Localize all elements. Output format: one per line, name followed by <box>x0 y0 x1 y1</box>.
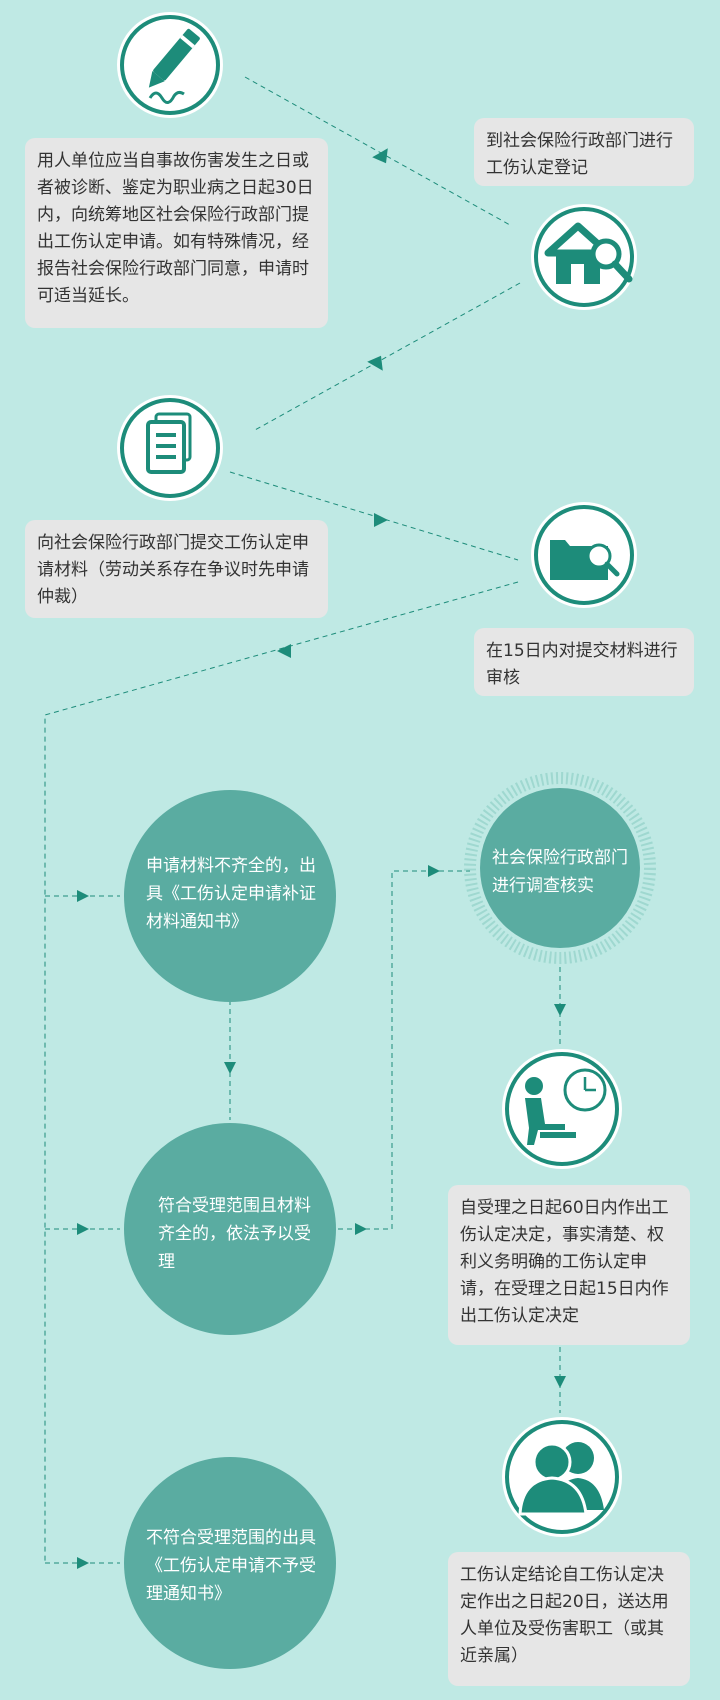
accepted-circle <box>124 1123 336 1335</box>
review-note: 在15日内对提交材料进行审核 <box>474 628 694 696</box>
document-icon <box>117 395 223 501</box>
arrow-head <box>372 148 388 164</box>
connector-house-to-doc <box>254 282 521 431</box>
folder-search-icon <box>531 502 637 608</box>
apply-note: 用人单位应当自事故伤害发生之日或者被诊断、鉴定为职业病之日起30日内，向统筹地区… <box>25 138 328 328</box>
accepted-text: 符合受理范围且材料齐全的，依法予以受理 <box>158 1196 311 1272</box>
connector-pen-to-house <box>244 76 511 226</box>
people-icon <box>502 1417 622 1537</box>
arrow-head <box>77 1557 89 1569</box>
arrow-head <box>374 513 388 527</box>
arrow-head <box>355 1223 367 1235</box>
rejected-circle <box>124 1457 336 1669</box>
arrow-head <box>77 1223 89 1235</box>
submit-note: 向社会保险行政部门提交工伤认定申请材料（劳动关系存在争议时先申请仲裁） <box>25 520 328 618</box>
arrow-head <box>428 865 440 877</box>
house-search-icon <box>531 204 637 310</box>
decide-note: 自受理之日起60日内作出工伤认定决定，事实清楚、权利义务明确的工伤认定申请，在受… <box>448 1185 690 1345</box>
register-note: 到社会保险行政部门进行工伤认定登记 <box>474 118 694 186</box>
arrow-head <box>554 1376 566 1388</box>
investigate-ring <box>464 772 656 964</box>
arrow-head <box>224 1062 236 1074</box>
pen-icon <box>117 12 223 118</box>
person-clock-icon <box>502 1049 622 1169</box>
rejected-text: 不符合受理范围的出具《工伤认定申请不予受理通知书》 <box>146 1528 316 1604</box>
investigate-text: 社会保险行政部门进行调查核实 <box>492 848 628 896</box>
arrow-head <box>277 644 291 658</box>
incomplete-circle <box>124 790 336 1002</box>
investigate-circle <box>480 788 640 948</box>
arrow-head <box>554 1004 566 1016</box>
incomplete-text: 申请材料不齐全的，出具《工伤认定申请补证材料通知书》 <box>146 856 316 932</box>
connector-folder-to-branch <box>44 581 519 1563</box>
arrow-head <box>367 355 383 371</box>
deliver-note: 工伤认定结论自工伤认定决定作出之日起20日，送达用人单位及受伤害职工（或其近亲属… <box>448 1552 690 1686</box>
arrow-head <box>77 890 89 902</box>
